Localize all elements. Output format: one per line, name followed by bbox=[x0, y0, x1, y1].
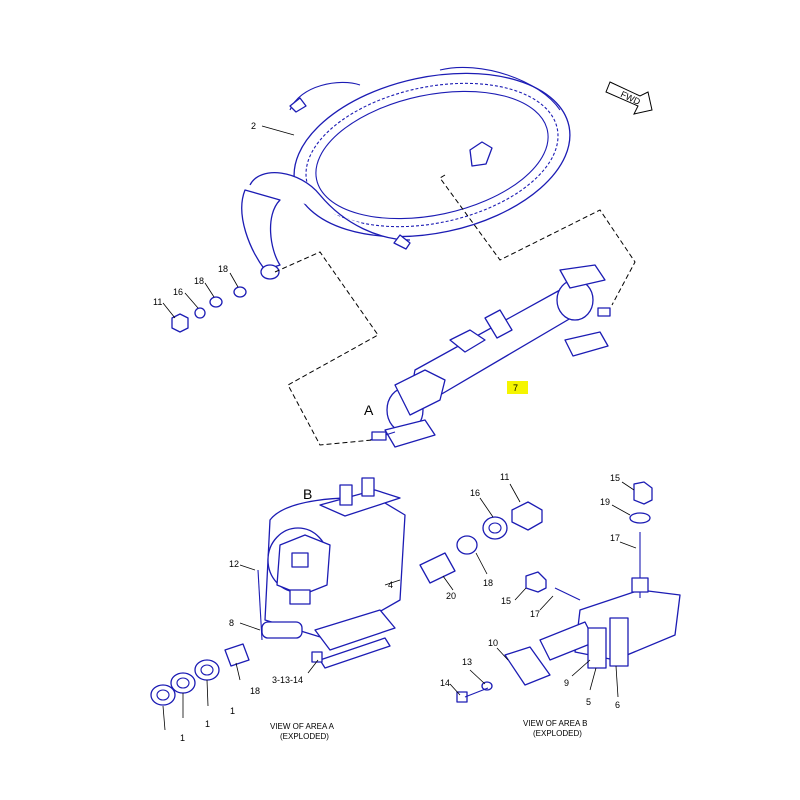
area-marker-b: B bbox=[303, 486, 312, 502]
callout-10: 10 bbox=[488, 638, 498, 648]
callout-5: 5 bbox=[586, 697, 591, 707]
bushing-stack-area-a bbox=[419, 501, 543, 584]
callout-18-upper-b: 18 bbox=[218, 264, 228, 274]
callout-18-b: 18 bbox=[483, 578, 493, 588]
connector-line-a bbox=[274, 251, 379, 446]
connector-line-b bbox=[439, 174, 636, 306]
callout-1-a: 1 bbox=[180, 733, 185, 743]
ring-bearing-assembly bbox=[241, 66, 571, 280]
callouts: 2 7 11 16 18 18 12 8 3-13-14 4 1 1 1 18 … bbox=[153, 121, 620, 743]
callout-16-upper: 16 bbox=[173, 287, 183, 297]
callout-12: 12 bbox=[229, 559, 239, 569]
leader-lines bbox=[162, 125, 637, 731]
callout-16-b: 16 bbox=[470, 488, 480, 498]
callout-11-upper: 11 bbox=[153, 297, 162, 307]
callout-18-a: 18 bbox=[250, 686, 260, 696]
area-marker-a: A bbox=[364, 402, 374, 418]
callout-19: 19 bbox=[600, 497, 610, 507]
callout-1-b: 1 bbox=[205, 719, 210, 729]
callout-15-a: 15 bbox=[610, 473, 620, 483]
callout-17-b: 17 bbox=[530, 609, 540, 619]
caption-area-a-line1: VIEW OF AREA A bbox=[270, 722, 335, 731]
callout-2: 2 bbox=[251, 121, 256, 131]
callout-14: 14 bbox=[440, 678, 450, 688]
callout-15-b: 15 bbox=[501, 596, 511, 606]
callout-20: 20 bbox=[446, 591, 456, 601]
area-a-housing bbox=[257, 477, 406, 669]
actuator-assembly bbox=[369, 264, 611, 448]
caption-area-a-line2: (EXPLODED) bbox=[280, 732, 329, 741]
callout-18-upper-a: 18 bbox=[194, 276, 204, 286]
callout-8: 8 bbox=[229, 618, 234, 628]
callout-9: 9 bbox=[564, 678, 569, 688]
callout-17-a: 17 bbox=[610, 533, 620, 543]
callout-4: 4 bbox=[388, 580, 393, 590]
callout-7-highlight bbox=[507, 381, 528, 394]
area-b-bracket bbox=[456, 481, 681, 703]
callout-6: 6 bbox=[615, 700, 620, 710]
callout-7: 7 bbox=[513, 383, 518, 393]
callout-3-13-14: 3-13-14 bbox=[272, 675, 303, 685]
caption-area-b-line2: (EXPLODED) bbox=[533, 729, 582, 738]
callout-13: 13 bbox=[462, 657, 472, 667]
caption-area-b-line1: VIEW OF AREA B bbox=[523, 719, 587, 728]
fwd-arrow-icon: FWD bbox=[605, 81, 653, 115]
washer-stack-area-a bbox=[150, 643, 250, 706]
callout-11-b: 11 bbox=[500, 472, 509, 482]
callout-1-c: 1 bbox=[230, 706, 235, 716]
fastener-stack-upper bbox=[171, 286, 247, 333]
